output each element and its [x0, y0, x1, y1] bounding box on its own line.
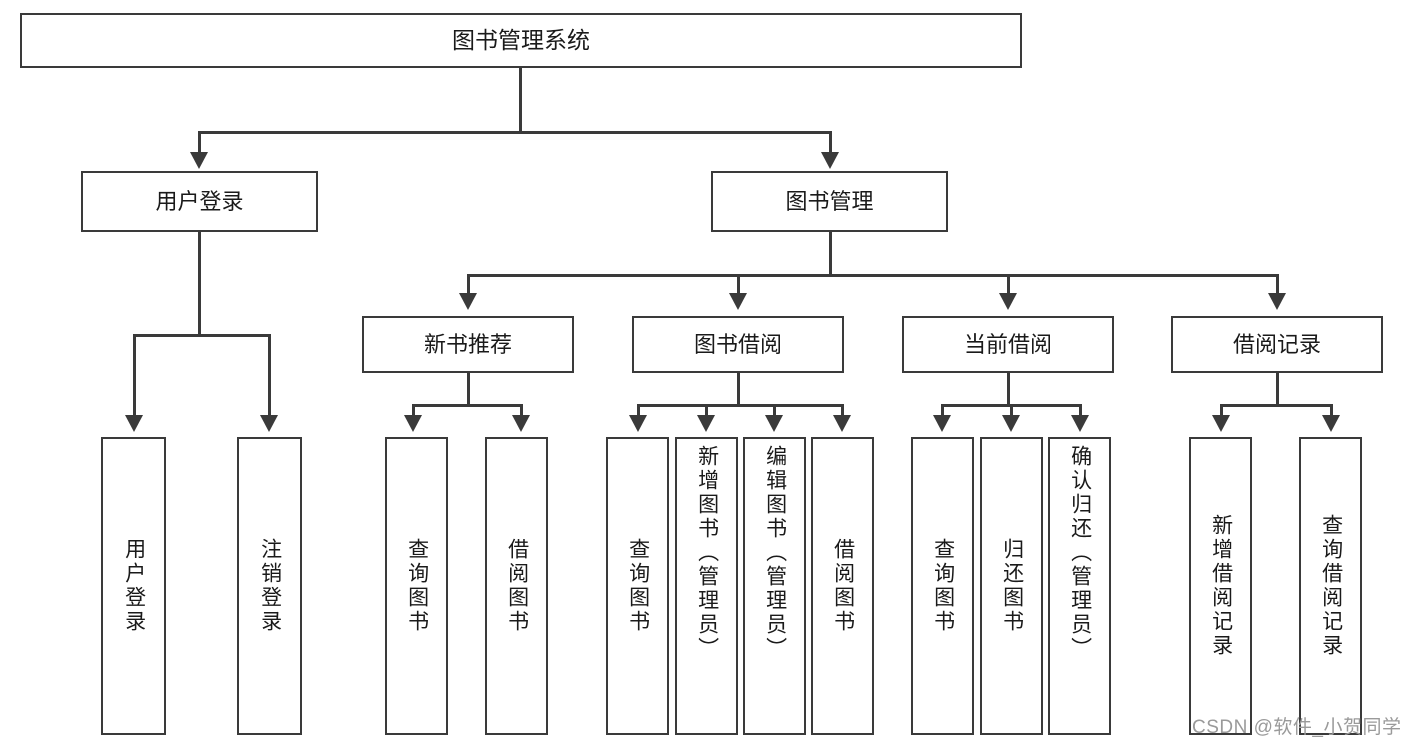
node-label: 用户登录 [155, 188, 244, 214]
connector-nbr-split-bar [412, 404, 523, 407]
node-label: 新增借阅记录 [1209, 514, 1233, 658]
node-label: 图书管理系统 [452, 27, 590, 54]
node-label: 新书推荐 [423, 331, 512, 357]
connector-bm-to-book-borrow [737, 274, 740, 296]
arrowhead-to-leaf-query-book-2 [629, 415, 647, 432]
connector-bm-to-new-book-recommend [467, 274, 470, 296]
node-root-book-management-system[interactable]: 图书管理系统 [20, 13, 1022, 68]
connector-nbr-to-leaf-1 [412, 404, 415, 418]
connector-root-to-book-management [829, 131, 832, 155]
connector-cb-to-leaf-3 [1079, 404, 1082, 418]
connector-bb-to-leaf-3 [773, 404, 776, 418]
node-user-login[interactable]: 用户登录 [81, 171, 318, 232]
connector-user-login-to-leaf-1 [133, 334, 136, 418]
node-label: 归还图书 [1000, 538, 1024, 634]
connector-nbr-stem [467, 373, 470, 406]
arrowhead-to-current-borrow [999, 293, 1017, 310]
arrowhead-to-leaf-user-login [125, 415, 143, 432]
connector-br-stem [1276, 373, 1279, 406]
leaf-confirm-return[interactable]: 确认归还（管理员） [1048, 437, 1111, 735]
connector-user-login-stem [198, 232, 201, 336]
leaf-query-book-2[interactable]: 查询图书 [606, 437, 669, 735]
connector-root-to-user-login [198, 131, 201, 155]
connector-book-management-stem [829, 232, 832, 276]
leaf-edit-book[interactable]: 编辑图书（管理员） [743, 437, 806, 735]
connector-cb-to-leaf-2 [1010, 404, 1013, 418]
connector-bb-to-leaf-2 [705, 404, 708, 418]
node-new-book-recommend[interactable]: 新书推荐 [362, 316, 574, 373]
leaf-borrow-book-2[interactable]: 借阅图书 [811, 437, 874, 735]
node-book-borrow[interactable]: 图书借阅 [632, 316, 844, 373]
arrowhead-to-leaf-borrow-book-1 [512, 415, 530, 432]
node-label: 新增图书（管理员） [695, 445, 719, 661]
node-label: 查询图书 [931, 538, 955, 634]
connector-bm-to-borrow-record [1276, 274, 1279, 296]
csdn-watermark: CSDN @软件_小贺同学 [1192, 717, 1402, 738]
leaf-query-borrow-record[interactable]: 查询借阅记录 [1299, 437, 1362, 735]
connector-user-login-split-bar [133, 334, 271, 337]
node-label: 借阅记录 [1232, 331, 1321, 357]
leaf-logout-login[interactable]: 注销登录 [237, 437, 302, 735]
arrowhead-to-book-borrow [729, 293, 747, 310]
connector-br-to-leaf-2 [1330, 404, 1333, 418]
arrowhead-to-leaf-edit-book [765, 415, 783, 432]
leaf-query-book-1[interactable]: 查询图书 [385, 437, 448, 735]
node-borrow-record[interactable]: 借阅记录 [1171, 316, 1383, 373]
connector-cb-to-leaf-1 [941, 404, 944, 418]
arrowhead-to-leaf-query-book-3 [933, 415, 951, 432]
node-label: 用户登录 [122, 538, 146, 634]
leaf-add-book[interactable]: 新增图书（管理员） [675, 437, 738, 735]
connector-bb-to-leaf-1 [637, 404, 640, 418]
node-label: 借阅图书 [831, 538, 855, 634]
node-label: 查询借阅记录 [1319, 514, 1343, 658]
connector-nbr-to-leaf-2 [520, 404, 523, 418]
leaf-add-borrow-record[interactable]: 新增借阅记录 [1189, 437, 1252, 735]
connector-cb-stem [1007, 373, 1010, 406]
connector-root-stem [519, 68, 522, 133]
leaf-query-book-3[interactable]: 查询图书 [911, 437, 974, 735]
connector-book-management-split-bar [467, 274, 1279, 277]
node-current-borrow[interactable]: 当前借阅 [902, 316, 1114, 373]
node-label: 确认归还（管理员） [1068, 445, 1092, 661]
arrowhead-to-leaf-query-borrow-record [1322, 415, 1340, 432]
leaf-return-book[interactable]: 归还图书 [980, 437, 1043, 735]
node-label: 当前借阅 [963, 331, 1052, 357]
arrowhead-to-borrow-record [1268, 293, 1286, 310]
node-label: 图书管理 [785, 188, 874, 214]
connector-root-split-bar [198, 131, 832, 134]
connector-bm-to-current-borrow [1007, 274, 1010, 296]
arrowhead-to-new-book-recommend [459, 293, 477, 310]
node-label: 查询图书 [626, 538, 650, 634]
node-label: 图书借阅 [693, 331, 782, 357]
arrowhead-to-leaf-confirm-return [1071, 415, 1089, 432]
arrowhead-to-leaf-add-book [697, 415, 715, 432]
connector-br-to-leaf-1 [1220, 404, 1223, 418]
arrowhead-to-leaf-return-book [1002, 415, 1020, 432]
leaf-user-login[interactable]: 用户登录 [101, 437, 166, 735]
connector-bb-stem [737, 373, 740, 406]
node-label: 编辑图书（管理员） [763, 445, 787, 661]
connector-user-login-to-leaf-2 [268, 334, 271, 418]
node-label: 借阅图书 [505, 538, 529, 634]
connector-bb-split-bar [637, 404, 843, 407]
arrowhead-to-book-management [821, 152, 839, 169]
arrowhead-to-leaf-query-book-1 [404, 415, 422, 432]
arrowhead-to-leaf-add-borrow-record [1212, 415, 1230, 432]
arrowhead-to-leaf-logout-login [260, 415, 278, 432]
connector-br-split-bar [1220, 404, 1333, 407]
node-book-management[interactable]: 图书管理 [711, 171, 948, 232]
arrowhead-to-user-login [190, 152, 208, 169]
connector-bb-to-leaf-4 [841, 404, 844, 418]
arrowhead-to-leaf-borrow-book-2 [833, 415, 851, 432]
node-label: 查询图书 [405, 538, 429, 634]
leaf-borrow-book-1[interactable]: 借阅图书 [485, 437, 548, 735]
node-label: 注销登录 [258, 538, 282, 634]
